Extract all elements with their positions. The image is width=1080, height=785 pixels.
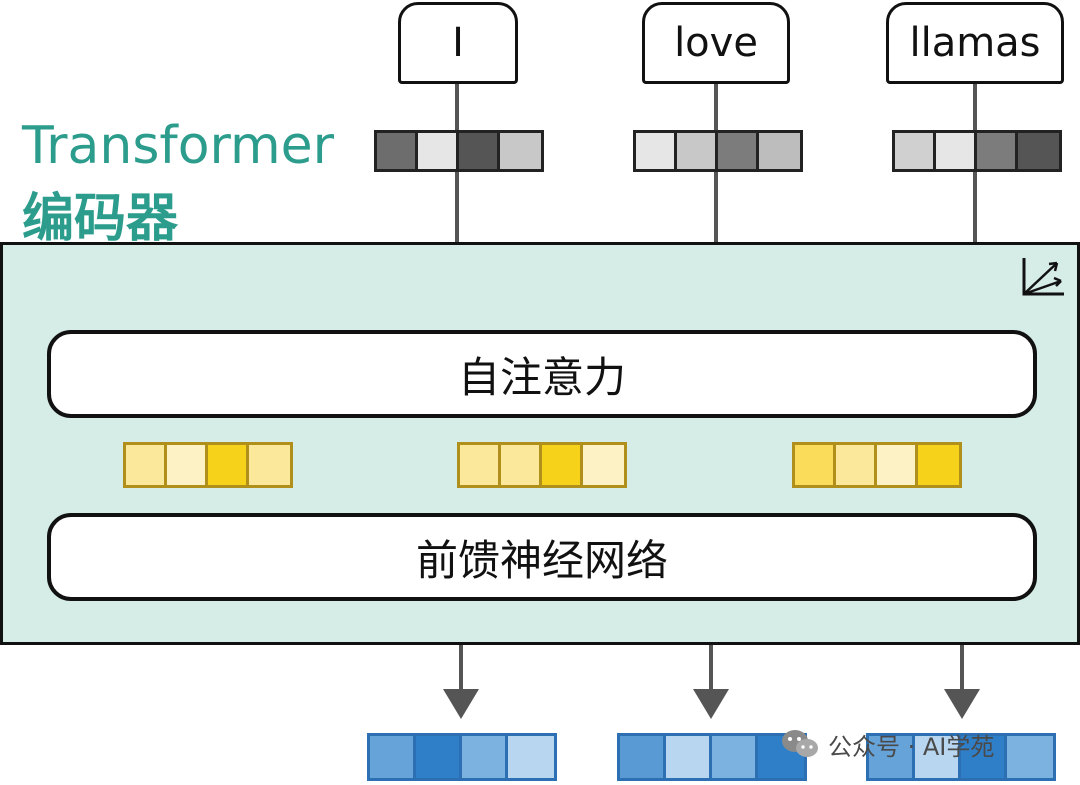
vector-cell xyxy=(620,736,666,778)
input-vector-1 xyxy=(374,130,544,172)
axes-icon xyxy=(1022,258,1064,296)
output-arrow-2 xyxy=(693,645,729,719)
intermediate-vector-3 xyxy=(792,442,962,488)
vector-cell xyxy=(249,445,290,485)
output-vector-1 xyxy=(367,733,557,781)
encoder-title-line1: Transformer xyxy=(22,116,335,176)
vector-cell xyxy=(167,445,208,485)
vector-cell xyxy=(508,736,554,778)
output-vector-3 xyxy=(866,733,1056,781)
encoder-block: 自注意力 前馈神经网络 xyxy=(0,242,1080,645)
vector-cell xyxy=(377,133,418,169)
watermark: 公众号 · AI学苑 xyxy=(780,724,994,764)
watermark-text: 公众号 · AI学苑 xyxy=(828,732,995,761)
vector-cell xyxy=(459,133,500,169)
token-box-1: I xyxy=(398,2,518,84)
vector-cell xyxy=(977,133,1018,169)
vector-cell xyxy=(918,445,959,485)
wechat-icon xyxy=(782,730,818,757)
vector-cell xyxy=(542,445,583,485)
vector-cell xyxy=(418,133,459,169)
vector-cell xyxy=(712,736,758,778)
vector-cell xyxy=(1007,736,1053,778)
vector-cell xyxy=(915,736,961,778)
token-box-3: llamas xyxy=(886,2,1064,84)
vector-cell xyxy=(936,133,977,169)
output-arrow-3 xyxy=(944,645,980,719)
vector-cell xyxy=(677,133,718,169)
vector-cell xyxy=(370,736,416,778)
vector-cell xyxy=(636,133,677,169)
encoder-title-line2: 编码器 xyxy=(22,189,179,249)
token-box-2: love xyxy=(642,2,790,84)
input-vector-3 xyxy=(892,130,1062,172)
vector-cell xyxy=(961,736,1007,778)
vector-cell xyxy=(583,445,624,485)
vector-cell xyxy=(208,445,249,485)
vector-cell xyxy=(666,736,712,778)
vector-cell xyxy=(836,445,877,485)
vector-cell xyxy=(718,133,759,169)
self-attention-block: 自注意力 xyxy=(47,330,1037,418)
vector-cell xyxy=(501,445,542,485)
vector-cell xyxy=(460,445,501,485)
vector-cell xyxy=(759,133,800,169)
vector-cell xyxy=(500,133,541,169)
vector-cell xyxy=(877,445,918,485)
vector-cell xyxy=(1018,133,1059,169)
vector-cell xyxy=(869,736,915,778)
output-arrow-1 xyxy=(443,645,479,719)
input-vector-2 xyxy=(633,130,803,172)
vector-cell xyxy=(416,736,462,778)
intermediate-vector-2 xyxy=(457,442,627,488)
vector-cell xyxy=(895,133,936,169)
vector-cell xyxy=(462,736,508,778)
vector-cell xyxy=(795,445,836,485)
feed-forward-block: 前馈神经网络 xyxy=(47,513,1037,601)
output-vector-2 xyxy=(617,733,807,781)
vector-cell xyxy=(126,445,167,485)
intermediate-vector-1 xyxy=(123,442,293,488)
